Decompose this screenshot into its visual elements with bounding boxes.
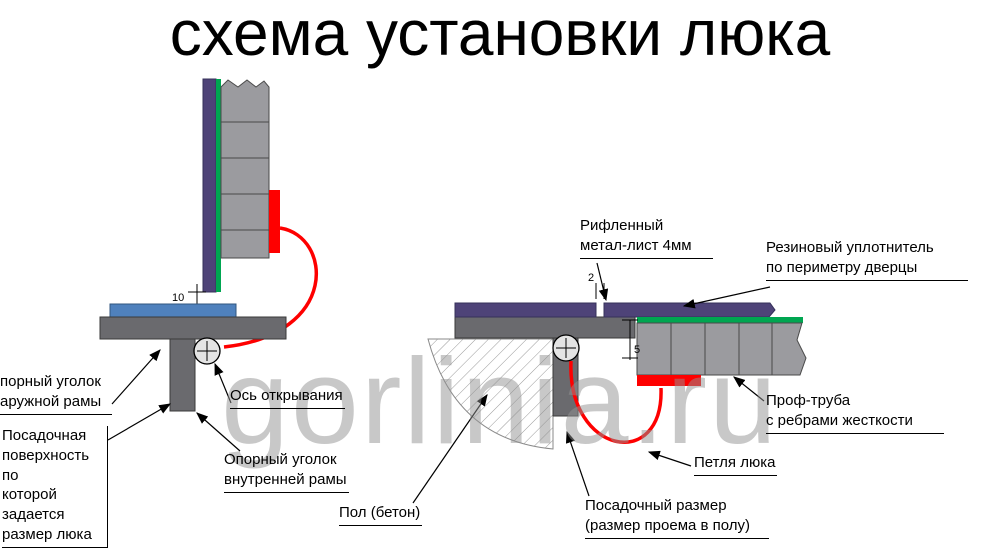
door-rib-lines (670, 323, 773, 375)
leader-opening-axis (214, 362, 232, 404)
label-outer-frame-angle: порный уголок аружной рамы (0, 372, 112, 415)
leader-floor-concrete (412, 394, 488, 504)
label-seating-size: Посадочный размер (размер проема в полу) (585, 496, 769, 539)
dim-5-value: 5 (634, 344, 640, 356)
left-seat-plate (109, 303, 237, 318)
page-title: схема установки люка (169, 0, 831, 69)
dimension-2: 2 (588, 272, 605, 299)
floor-metal-sheet (454, 302, 597, 318)
label-profile-pipe: Проф-труба с ребрами жесткости (766, 391, 944, 434)
dim-2-value: 2 (588, 272, 594, 284)
closed-hinge-curve (569, 360, 663, 444)
leader-profile-pipe (733, 376, 765, 402)
opening-axis-symbol-right (552, 334, 580, 362)
opening-axis-symbol-left (193, 337, 221, 365)
leader-outer-frame (111, 349, 161, 405)
right-outer-frame-angle (454, 316, 636, 339)
label-opening-axis: Ось открывания (230, 386, 345, 409)
open-door-hinge-plate (269, 190, 280, 253)
dimension-5: 5 (622, 319, 640, 360)
door-profile-pipe (636, 322, 807, 376)
leader-inner-frame (196, 412, 241, 452)
door-rubber-seal (637, 317, 803, 323)
dim-10-value: 10 (172, 292, 184, 304)
leader-hatch-hinge (647, 450, 692, 467)
leader-rubber-seal (682, 286, 771, 309)
open-door-profile-pipe (220, 79, 270, 259)
door-hinge-plate (637, 375, 701, 386)
open-door-rubber-seal (216, 79, 221, 292)
leader-seating-surface (107, 403, 172, 441)
label-riffled-metal-sheet: Рифленный метал-лист 4мм (580, 216, 713, 259)
label-floor-concrete: Пол (бетон) (339, 503, 423, 526)
concrete-floor-hatch (427, 338, 554, 450)
door-metal-sheet (603, 302, 776, 318)
left-frame-stem (169, 338, 196, 412)
label-rubber-seal: Резиновый уплотнитель по периметру дверц… (766, 238, 968, 281)
leader-seating-size (565, 430, 590, 497)
label-inner-frame-angle: Опорный уголок внутренней рамы (224, 450, 349, 493)
left-outer-frame-angle (99, 316, 287, 340)
open-door-rib-lines (221, 121, 269, 231)
label-hatch-hinge: Петля люка (694, 453, 778, 476)
open-door-metal-sheet (202, 78, 217, 293)
leader-riffled-sheet (596, 262, 609, 302)
label-seating-surface: Посадочная поверхность по которой задает… (2, 426, 108, 548)
